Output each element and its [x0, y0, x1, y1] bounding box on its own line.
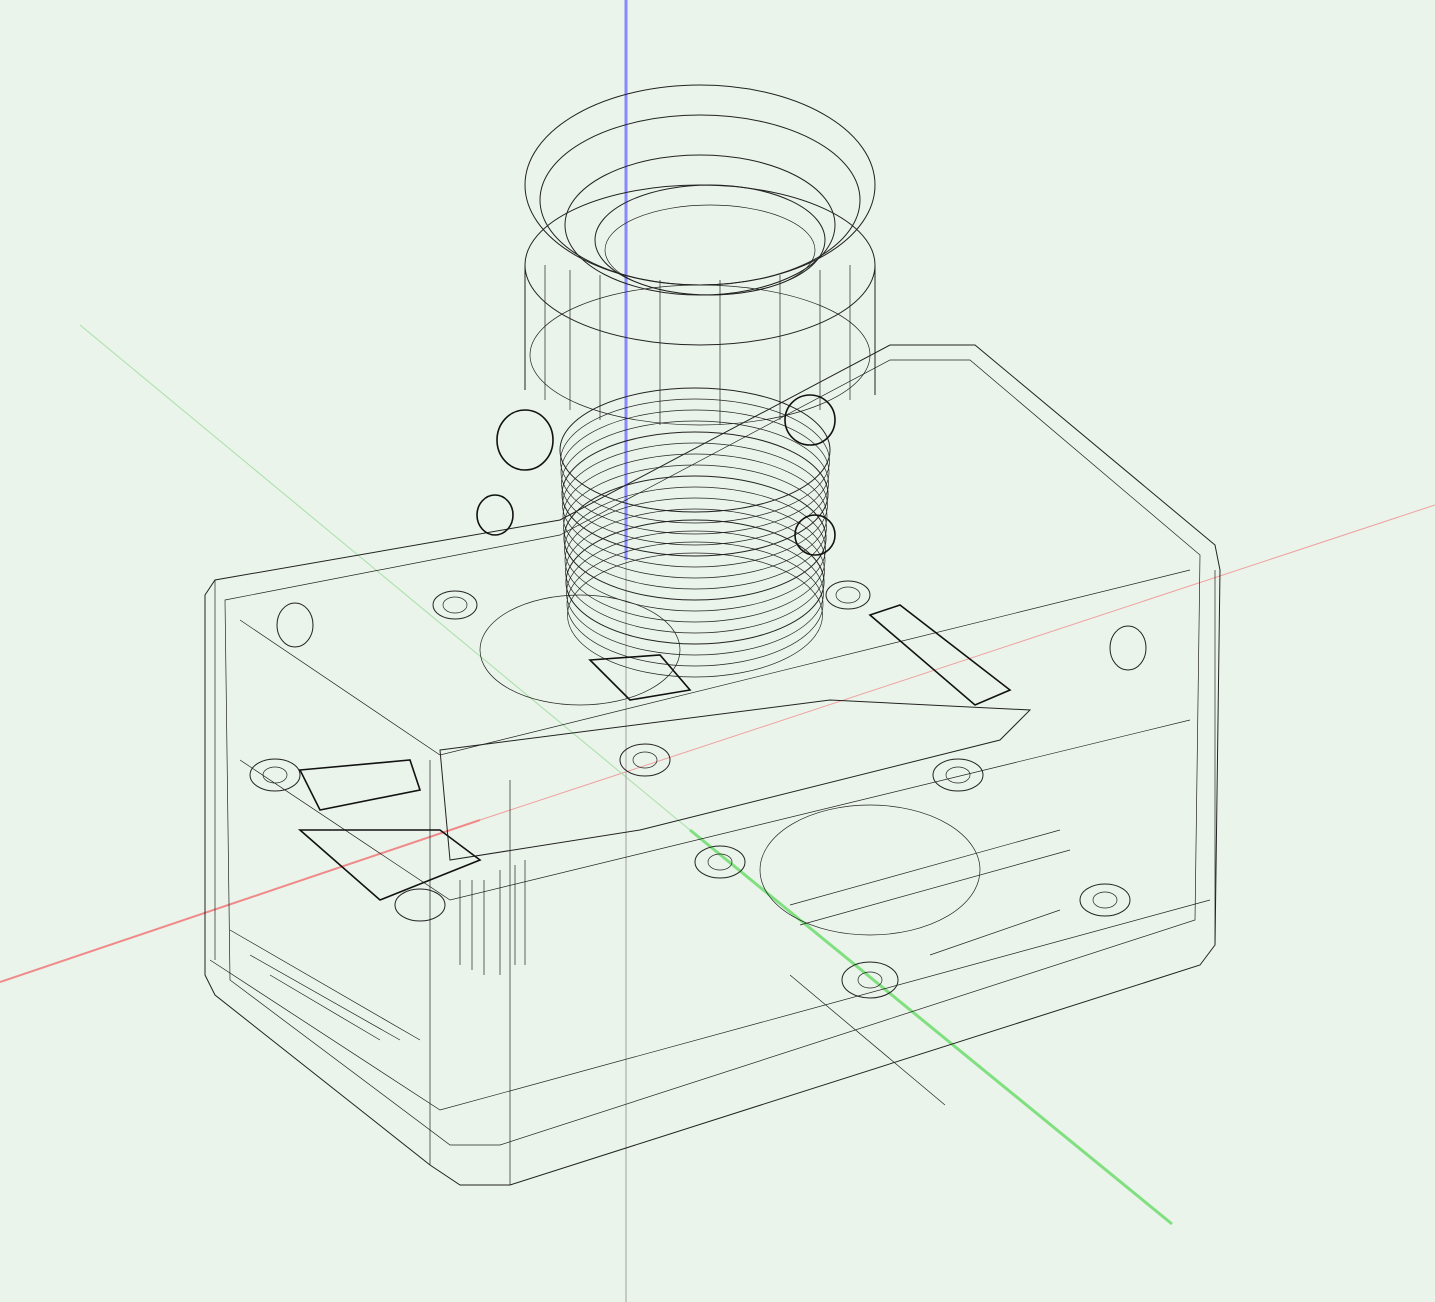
thread-ring — [565, 508, 825, 634]
thread-ring — [561, 431, 829, 557]
thread-ring — [566, 541, 824, 667]
thread-ring — [560, 398, 830, 524]
dimension-line — [789, 974, 946, 1106]
thread-ring — [559, 387, 831, 513]
thread-ring — [560, 409, 830, 535]
thread-ring — [562, 453, 828, 579]
x-axis-positive — [479, 504, 1435, 821]
thread-ring — [561, 420, 829, 546]
thread-ring — [562, 442, 828, 568]
thread-ring — [563, 475, 827, 601]
mounting-holes — [249, 580, 1147, 999]
threaded-ring — [559, 387, 831, 678]
thread-ring — [566, 530, 824, 656]
thread-ring — [564, 497, 826, 623]
screws — [476, 394, 836, 556]
y-axis-positive — [689, 828, 1173, 1226]
y-axis-negative — [79, 324, 691, 831]
x-axis-negative — [0, 819, 481, 983]
thread-ring — [567, 552, 823, 678]
thread-ring — [565, 519, 825, 645]
thread-ring — [563, 464, 827, 590]
thread-ring — [564, 486, 826, 612]
pcb — [229, 594, 1071, 1041]
enclosure — [204, 344, 1221, 1186]
lens-barrel — [524, 84, 876, 426]
